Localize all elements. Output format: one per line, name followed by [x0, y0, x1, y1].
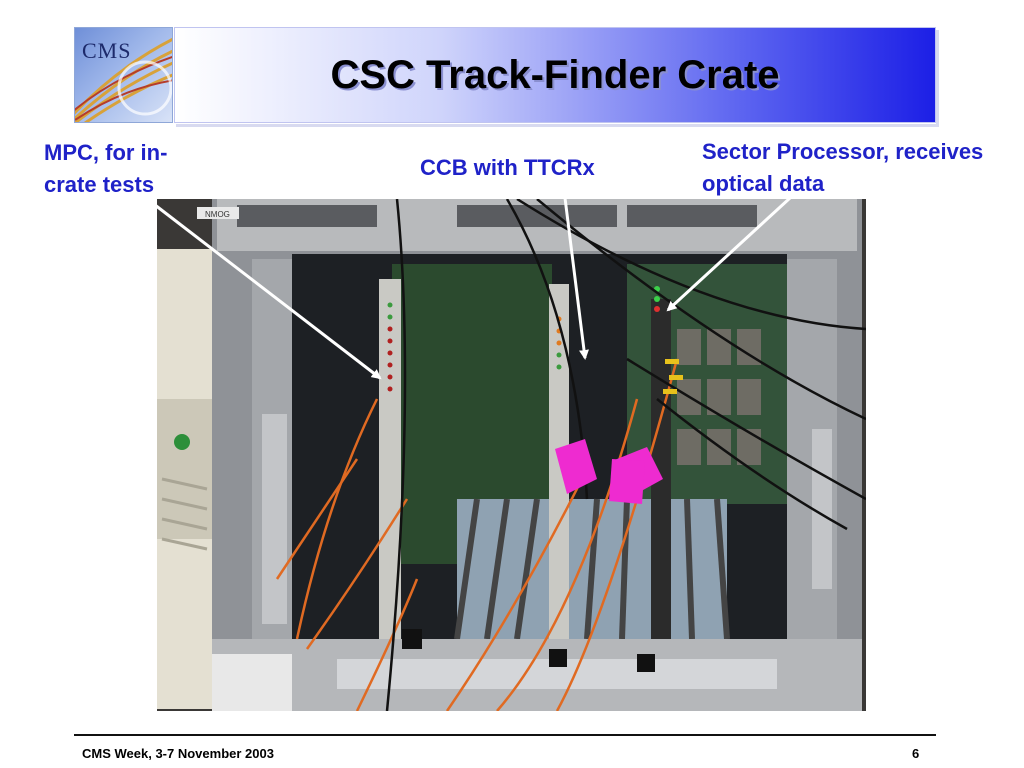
- annotation-mpc: MPC, for in-crate tests: [44, 140, 168, 197]
- footer-divider: [74, 734, 936, 736]
- crate-photo-illustration: NMOG: [157, 199, 866, 711]
- cms-logo-graphic: [75, 37, 172, 122]
- cms-logo: CMS: [74, 27, 173, 123]
- panel-label: NMOG: [205, 210, 230, 219]
- annotation-ccb: CCB with TTCRx: [420, 155, 595, 180]
- crate-photo: NMOG: [157, 199, 866, 711]
- slide-title: CSC Track-Finder Crate: [330, 52, 780, 97]
- footer-event-text: CMS Week, 3-7 November 2003: [82, 746, 274, 761]
- annotation-sector-processor: Sector Processor, receives optical data: [702, 139, 984, 196]
- logo-text: CMS: [82, 38, 132, 63]
- title-bar: CSC Track-Finder Crate: [174, 27, 936, 123]
- page-number: 6: [912, 746, 920, 761]
